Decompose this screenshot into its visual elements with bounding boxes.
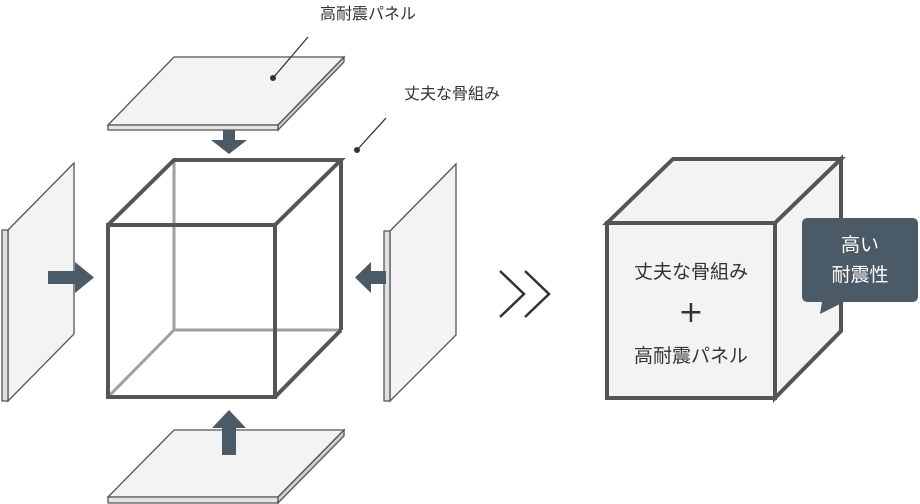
frame-leader-line [354,117,387,153]
arrow-up-icon [212,410,246,455]
bottom-panel [106,428,346,504]
left-panel [1,161,75,403]
panel-label: 高耐震パネル [320,4,416,23]
arrow-down-icon [211,130,247,154]
badge-line-1: 高い [841,234,879,256]
panel-leader-line [270,36,309,81]
result-line-2: 高耐震パネル [634,345,748,367]
frame-label: 丈夫な骨組み [404,84,500,103]
arrow-left-icon [355,262,386,293]
arrow-right-icon [48,262,94,293]
result-line-1: 丈夫な骨組み [634,261,748,283]
result-plus: + [678,295,703,330]
top-panel [106,55,346,132]
double-chevron-right-icon [499,270,551,318]
frame-cube [106,158,346,399]
right-panel [383,162,457,403]
badge-line-2: 耐震性 [831,264,888,286]
seismic-badge [802,218,918,314]
